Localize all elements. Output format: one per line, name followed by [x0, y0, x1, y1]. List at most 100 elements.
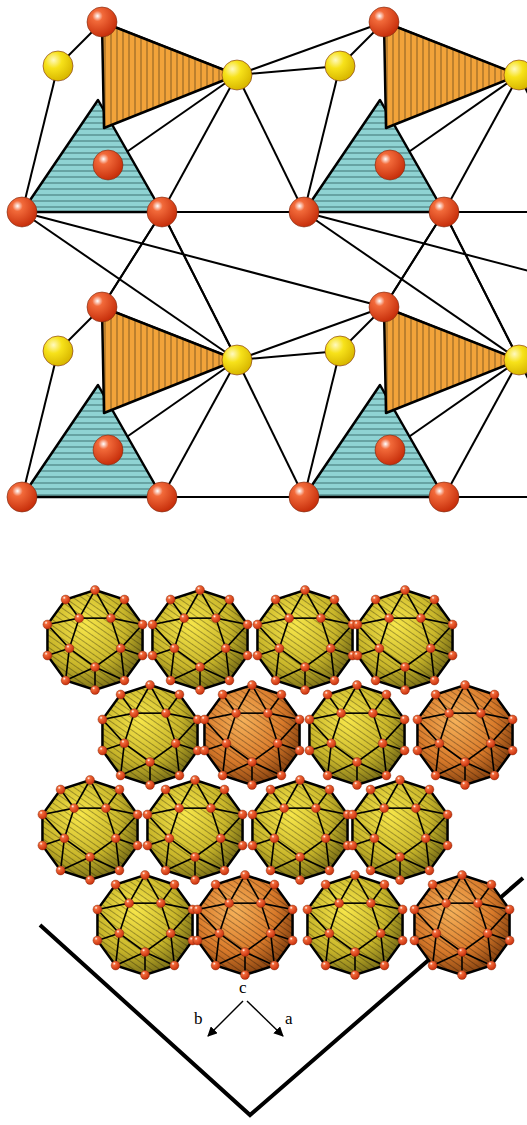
cluster-edge [328, 743, 332, 775]
oxygen-atom [376, 929, 385, 938]
oxygen-atom [38, 841, 47, 850]
cluster-hatch [42, 780, 137, 880]
cluster-edge [305, 667, 334, 680]
cluster-edge [176, 720, 198, 744]
oxygen-atom [476, 709, 485, 718]
coordination-polyhedron [384, 22, 519, 128]
oxygen-atom [483, 929, 492, 938]
cluster-edge [66, 667, 95, 680]
oxygen-atom [93, 936, 102, 945]
cation-atom [325, 336, 355, 366]
cluster-edge [150, 762, 179, 775]
cluster-edge [400, 838, 426, 857]
cluster-edge [179, 780, 195, 808]
cluster-hatch [307, 875, 402, 975]
cluster-edge [371, 903, 381, 933]
oxygen-atom [305, 746, 314, 755]
oxygen-atom [380, 961, 389, 970]
cluster-edge [433, 933, 437, 965]
oxygen-atom [321, 961, 330, 970]
oxygen-atom [61, 676, 70, 685]
cluster-edge [223, 762, 252, 775]
cluster-edge [431, 625, 453, 649]
cluster-edge [216, 618, 248, 624]
cluster-edge [261, 903, 271, 933]
oxygen-atom [413, 746, 422, 755]
bond-line [384, 212, 444, 307]
cluster-edge [339, 902, 371, 904]
cluster-polyhedron [303, 871, 407, 980]
oxygen-atom [193, 936, 202, 945]
oxygen-atom [458, 871, 467, 880]
oxygen-atom [220, 785, 229, 794]
cluster-polyhedron [148, 586, 252, 695]
oxygen-atom [508, 746, 517, 755]
cluster-edge [379, 618, 389, 648]
oxygen-atom [428, 880, 437, 889]
cluster-edge [384, 807, 416, 809]
oxygen-atom [323, 690, 332, 699]
oxygen-atom [56, 866, 65, 875]
cluster-edge [261, 903, 293, 909]
cluster-polyhedron [143, 776, 247, 885]
oxygen-atom [321, 834, 330, 843]
cation-atom [504, 345, 527, 375]
oxygen-atom [369, 7, 399, 37]
oxygen-atom [325, 866, 334, 875]
cluster-polyhedron [38, 776, 142, 885]
cluster-edge [462, 875, 478, 903]
cluster-edge [245, 933, 271, 952]
cluster-face [47, 590, 142, 690]
cluster-edge [171, 648, 175, 680]
cluster-edge [321, 618, 331, 648]
oxygen-atom [385, 614, 394, 623]
cluster-edge [219, 903, 229, 933]
cluster-edge [106, 808, 116, 838]
oxygen-atom [305, 715, 314, 724]
oxygen-atom [321, 880, 330, 889]
oxygen-atom [490, 771, 499, 780]
cluster-edge [195, 838, 221, 857]
oxygen-atom [170, 644, 179, 653]
cluster-edge [289, 590, 305, 618]
cluster-edge [64, 808, 74, 838]
oxygen-atom [435, 739, 444, 748]
oxygen-atom [270, 961, 279, 970]
cluster-edge [300, 838, 326, 857]
oxygen-atom [115, 785, 124, 794]
oxygen-atom [191, 876, 200, 885]
bond-line [519, 360, 527, 497]
oxygen-atom [348, 810, 357, 819]
oxygen-atom [348, 841, 357, 850]
oxygen-atom [216, 834, 225, 843]
oxygen-atom [296, 776, 305, 785]
coordination-polyhedron [22, 100, 162, 212]
cluster-edge [405, 590, 421, 618]
oxygen-atom [38, 810, 47, 819]
oxygen-atom [323, 771, 332, 780]
cluster-hatch [102, 685, 197, 785]
oxygen-atom [396, 853, 405, 862]
oxygen-atom [91, 663, 100, 672]
cluster-edge [166, 713, 198, 719]
cluster-edge [357, 743, 383, 762]
oxygen-atom [443, 841, 452, 850]
cluster-edge [376, 667, 405, 680]
cation-atom [43, 51, 73, 81]
cluster-edge [252, 815, 274, 839]
cluster-edge [478, 903, 488, 933]
oxygen-atom [448, 651, 457, 660]
cluster-edge [329, 903, 339, 933]
cluster-edge [449, 685, 465, 713]
oxygen-atom [369, 292, 399, 322]
cluster-edge [216, 618, 226, 648]
cluster-edge [116, 838, 120, 870]
oxygen-atom [426, 644, 435, 653]
cluster-edge [400, 857, 429, 870]
cluster-edge [211, 808, 243, 814]
oxygen-atom [396, 776, 405, 785]
cluster-edge [417, 713, 449, 719]
cluster-face [147, 780, 242, 880]
oxygen-atom [508, 715, 517, 724]
bond-line [102, 212, 162, 307]
